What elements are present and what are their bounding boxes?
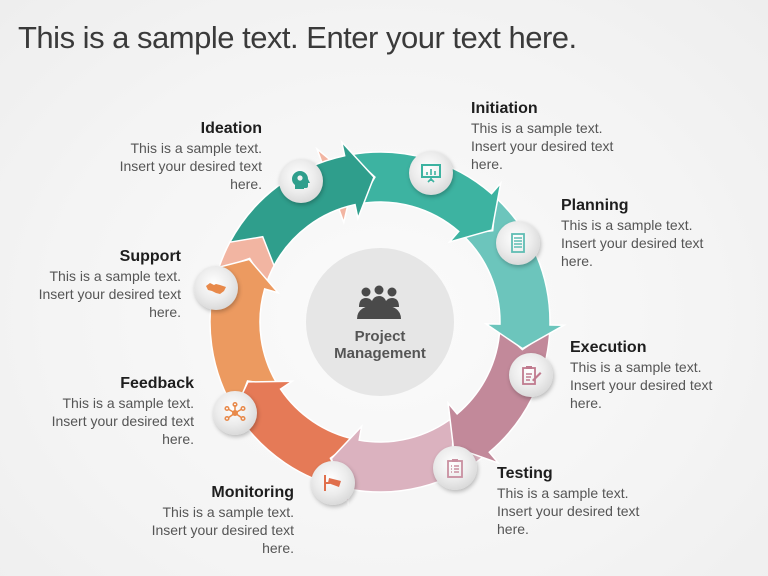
stage-body-line: This is a sample text. [471,120,603,136]
stage-execution: Execution This is a sample text. Insert … [570,338,768,412]
stage-testing: Testing This is a sample text. Insert yo… [497,464,697,538]
ideation-icon-disc [279,159,323,203]
stage-planning: Planning This is a sample text. Insert y… [561,196,761,270]
stage-body-line: This is a sample text. [497,485,629,501]
stage-body-line: This is a sample text. [130,140,263,156]
checklist-icon [511,233,525,253]
support-icon-disc [194,266,238,310]
stage-body-line: Insert your desired text [497,503,640,519]
stage-body-line: here. [162,431,194,447]
stage-body-line: Insert your desired text [570,377,713,393]
stage-body-line: here. [570,395,602,411]
stage-body-line: here. [471,156,503,172]
monitoring-icon-disc [311,461,355,505]
stage-body-line: here. [230,176,262,192]
center-label-line1: Project [354,328,406,345]
stage-title: Monitoring [211,484,294,501]
stage-title: Feedback [120,375,194,392]
stage-body-line: This is a sample text. [62,395,195,411]
handshake-icon [206,283,226,294]
stage-ideation: Ideation This is a sample text. Insert y… [62,119,262,193]
feedback-icon-disc [213,391,257,435]
center-label: Project Management [308,328,452,362]
arrow-segment-ideation [228,139,375,268]
stage-body-line: Insert your desired text [151,522,294,538]
presentation-board-icon [421,164,441,183]
stage-body-line: Insert your desired text [51,413,194,429]
stage-body-line: here. [262,540,294,556]
stage-body-line: here. [149,304,181,320]
center-label-line2: Management [334,345,426,362]
stage-body-line: Insert your desired text [38,286,181,302]
network-hub-icon [224,401,246,422]
stage-initiation: Initiation This is a sample text. Insert… [471,99,671,173]
planning-icon-disc [496,221,540,265]
initiation-icon-disc [409,151,453,195]
arrow-segment-initiation [348,151,502,244]
stage-title: Support [119,248,181,265]
stage-title: Ideation [200,120,262,137]
clipboard-edit-icon [522,366,542,385]
stage-feedback: Feedback This is a sample text. Insert y… [0,374,194,448]
stage-body-line: This is a sample text. [561,217,693,233]
stage-body-line: here. [561,253,593,269]
slide-title: This is a sample text. Enter your text h… [18,20,577,55]
stage-monitoring: Monitoring This is a sample text. Insert… [94,483,294,557]
stage-body-line: Insert your desired text [471,138,614,154]
stage-title: Initiation [471,100,538,117]
testing-icon-disc [433,446,477,490]
stage-body-line: Insert your desired text [561,235,704,251]
execution-icon-disc [509,353,553,397]
stage-title: Execution [570,339,647,356]
stage-title: Planning [561,197,629,214]
center-circle [306,248,454,396]
stage-title: Testing [497,465,553,482]
stage-body-line: Insert your desired text [119,158,262,174]
stage-body-line: This is a sample text. [49,268,182,284]
clipboard-list-icon [447,459,463,478]
stage-body-line: This is a sample text. [162,504,295,520]
stage-body-line: This is a sample text. [570,359,702,375]
security-camera-icon [324,475,341,491]
team-meeting-icon [357,285,401,319]
stage-body-line: here. [497,521,529,537]
arrow-segment-monitoring [225,380,357,490]
stage-support: Support This is a sample text. Insert yo… [0,247,181,321]
brain-idea-icon [292,171,310,189]
